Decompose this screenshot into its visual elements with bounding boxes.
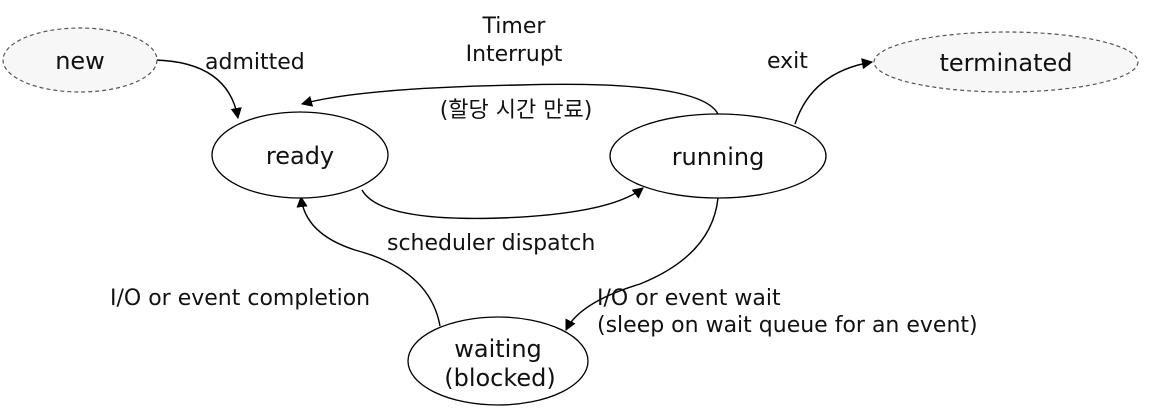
state-ready-label: ready bbox=[266, 142, 334, 170]
edge-timer-interrupt bbox=[300, 83, 719, 115]
state-terminated-label: terminated bbox=[940, 49, 1073, 77]
edge-io-completion bbox=[296, 195, 441, 327]
label-timer: Timer bbox=[482, 14, 547, 39]
state-new-label: new bbox=[55, 47, 105, 75]
state-ready bbox=[211, 111, 389, 199]
state-new bbox=[2, 27, 158, 93]
label-io-wait-detail: (sleep on wait queue for an event) bbox=[597, 313, 978, 338]
label-exit: exit bbox=[767, 49, 808, 74]
edge-exit bbox=[794, 58, 874, 125]
edge-admitted bbox=[154, 59, 242, 120]
state-terminated bbox=[873, 31, 1139, 93]
state-waiting-sublabel: (blocked) bbox=[444, 364, 556, 392]
edge-scheduler-dispatch bbox=[361, 187, 644, 220]
label-io-completion: I/O or event completion bbox=[110, 286, 370, 311]
state-running-label: running bbox=[672, 143, 765, 171]
edge-io-wait bbox=[565, 197, 719, 332]
state-waiting bbox=[407, 316, 589, 406]
label-admitted: admitted bbox=[205, 50, 305, 75]
state-running bbox=[609, 113, 827, 199]
label-interrupt: Interrupt bbox=[466, 42, 563, 67]
state-waiting-label: waiting bbox=[454, 335, 542, 363]
label-interrupt-note: (할당 시간 만료) bbox=[440, 98, 593, 123]
label-scheduler-dispatch: scheduler dispatch bbox=[387, 231, 595, 256]
label-io-wait: I/O or event wait bbox=[597, 286, 781, 311]
